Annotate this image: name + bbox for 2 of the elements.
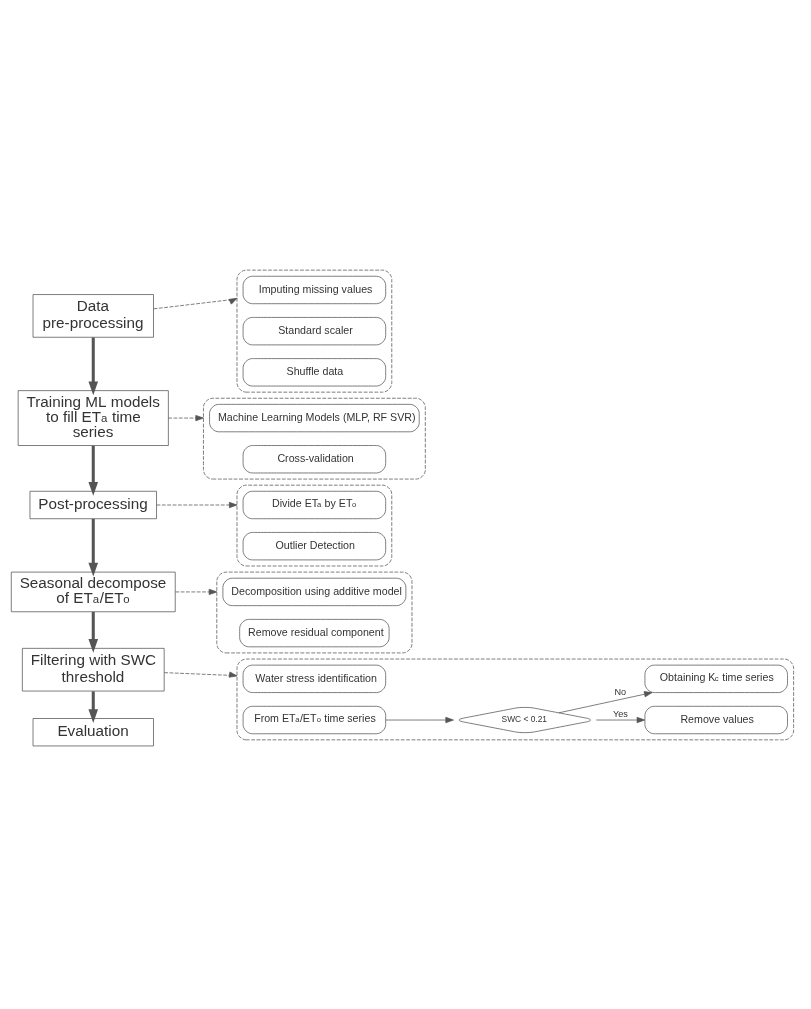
edge-label: No [614, 686, 627, 697]
edge-label: Yes [612, 708, 628, 719]
